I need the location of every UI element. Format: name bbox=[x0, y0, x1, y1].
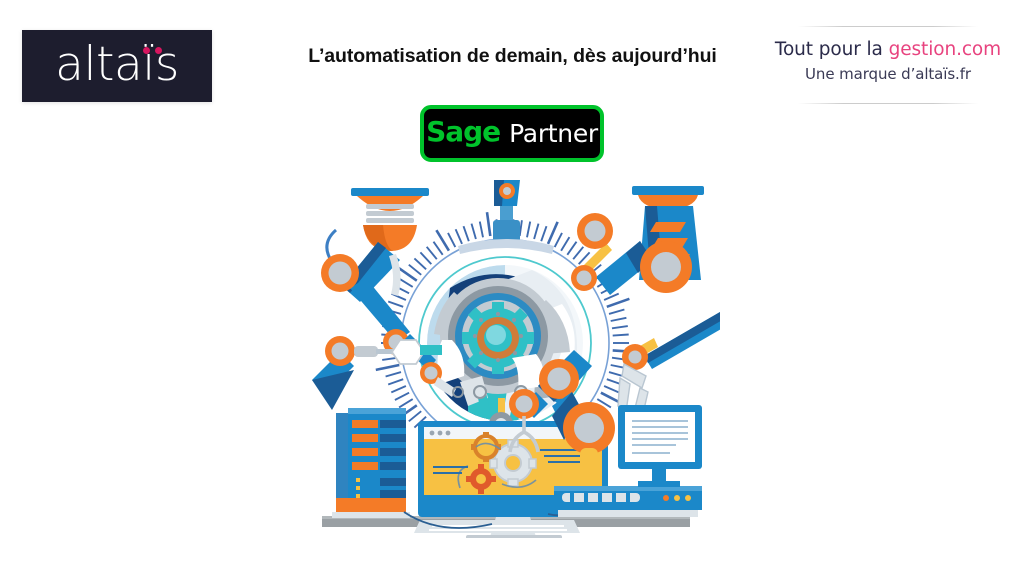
automation-illustration bbox=[300, 168, 720, 538]
cnc-machine bbox=[508, 350, 702, 517]
page-title: L’automatisation de demain, dès aujourd’… bbox=[308, 45, 717, 67]
altais-logo: altaïs bbox=[22, 30, 212, 102]
computer-tower bbox=[332, 408, 410, 518]
brand-divider-bottom bbox=[798, 103, 978, 104]
brand-secondary-line: Une marque d’altaïs.fr bbox=[805, 65, 971, 83]
robot-arm-top-right bbox=[571, 186, 704, 295]
sage-partner-badge: Sage Partner bbox=[420, 105, 604, 162]
umlaut-dot-right-icon bbox=[154, 47, 162, 54]
brand-prefix-text: Tout pour la bbox=[774, 39, 889, 60]
sage-partner-label: Partner bbox=[509, 119, 598, 148]
altais-wordmark: altaïs bbox=[55, 41, 179, 91]
brand-divider-top bbox=[798, 26, 978, 27]
robot-arm-left-hex bbox=[312, 336, 442, 410]
keyboard bbox=[414, 520, 580, 533]
robot-arm-top-left bbox=[321, 188, 464, 398]
brand-primary-line: Tout pour la gestion.com bbox=[770, 39, 1006, 60]
robot-arm-top-center-mount bbox=[458, 180, 554, 254]
machine-monitor bbox=[618, 405, 702, 487]
gestion-brand-lockup: Tout pour la gestion.com Une marque d’al… bbox=[770, 22, 1006, 106]
altais-wordmark-text: altaïs bbox=[55, 37, 179, 92]
automation-illustration-svg bbox=[312, 180, 720, 538]
brand-domain-text: gestion.com bbox=[888, 39, 1002, 60]
umlaut-dot-left-icon bbox=[142, 47, 150, 54]
sage-brand-text: Sage bbox=[426, 115, 501, 148]
screen-gear-small-icon bbox=[466, 464, 496, 494]
robot-arm-right-gripper bbox=[617, 312, 720, 420]
